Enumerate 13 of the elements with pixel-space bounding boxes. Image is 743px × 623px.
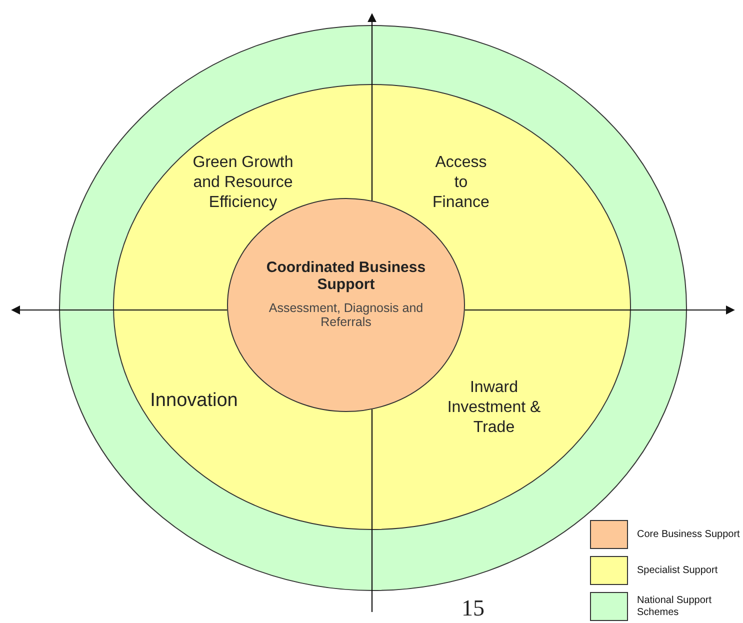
legend-text: Core Business Support — [637, 528, 741, 540]
axis-arrow — [464, 306, 735, 314]
circle-text: Assessment, Diagnosis and Referrals — [268, 301, 424, 329]
page-number: 15 — [460, 594, 486, 623]
legend-text: Specialist Support — [637, 564, 719, 576]
quadrant-label: Inward Investment & Trade — [446, 378, 542, 438]
axis-arrow — [368, 13, 376, 201]
quadrant-label: Green Growth and Resource Efficiency — [192, 153, 294, 213]
quadrant-label: Innovation — [149, 389, 239, 413]
circle-heading: Coordinated Business Support — [265, 259, 427, 293]
axis-arrow — [11, 306, 228, 314]
legend-text: National Support Schemes — [637, 595, 712, 618]
quadrant-label: Access to Finance — [432, 153, 490, 213]
